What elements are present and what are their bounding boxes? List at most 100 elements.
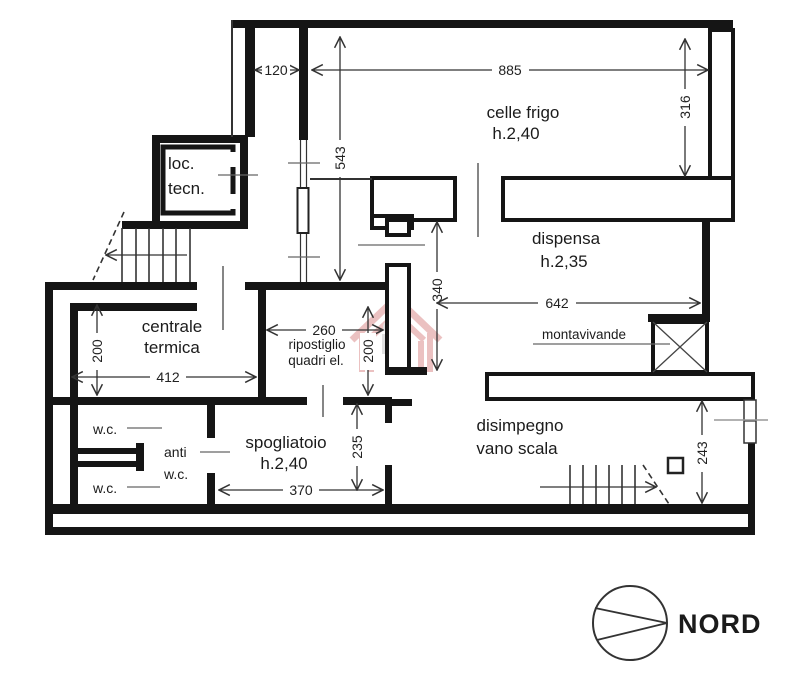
wall-segment: [70, 461, 140, 467]
svg-text:642: 642: [545, 295, 569, 311]
loc-tecn-label-2: tecn.: [168, 179, 205, 198]
wall-segment: [702, 220, 710, 322]
wall-segment: [45, 527, 755, 535]
svg-text:235: 235: [349, 435, 365, 459]
centrale-label-2: termica: [144, 338, 200, 357]
walls: [45, 20, 755, 535]
wall-segment: [70, 448, 140, 454]
svg-text:370: 370: [289, 482, 313, 498]
compass: NORD: [592, 585, 762, 661]
anti-wc-label-1: anti: [164, 444, 187, 460]
svg-text:260: 260: [312, 322, 336, 338]
stairs-upper-left: [92, 211, 191, 282]
loc-tecn-room-outline: [160, 144, 236, 216]
wall-segment: [232, 20, 733, 28]
spogliatoio-label: spogliatoio: [245, 433, 326, 452]
wall-segment: [245, 28, 255, 137]
wall-segment: [70, 303, 197, 311]
disimpegno-label-1: disimpegno: [477, 416, 564, 435]
dispensa-left-wall-upper: [385, 218, 411, 237]
wall-segment: [207, 473, 215, 512]
corridor-window: [288, 140, 320, 282]
dim-celle-frigo-depth: 316: [677, 39, 693, 176]
anti-wc-label-2: w.c.: [163, 466, 188, 482]
dim-centrale-width: 412: [72, 369, 256, 385]
wall-segment: [258, 290, 266, 397]
disimpegno-label-2: vano scala: [476, 439, 558, 458]
wall-segment: [70, 405, 78, 512]
wall-segment: [45, 282, 197, 290]
svg-text:412: 412: [156, 369, 180, 385]
celle-frigo-right-wall: [708, 28, 735, 180]
svg-text:200: 200: [89, 339, 105, 363]
room-labels: celle frigo h.2,40 dispensa h.2,35 loc. …: [92, 103, 626, 496]
dispensa-height: h.2,35: [540, 252, 587, 271]
dim-dispensa-width: 642: [437, 295, 700, 311]
right-wall-window: [714, 399, 768, 444]
wall-segment: [343, 397, 392, 405]
dim-centrale-depth: 200: [89, 305, 105, 395]
wall-segment: [207, 405, 215, 438]
wall-segment: [136, 443, 144, 471]
dim-spogliatoio-depth: 235: [349, 404, 365, 490]
watermark-right-wall: [418, 333, 433, 372]
svg-text:885: 885: [498, 62, 522, 78]
spogliatoio-height: h.2,40: [260, 454, 307, 473]
loc-tecn-label-1: loc.: [168, 154, 194, 173]
wall-segment: [52, 504, 748, 514]
door-opening: [230, 152, 240, 167]
compass-circle: [592, 585, 668, 661]
svg-text:200: 200: [360, 339, 376, 363]
svg-text:316: 316: [677, 95, 693, 119]
celle-frigo-bottom-wall-left: [370, 176, 457, 222]
wall-segment: [245, 282, 385, 290]
celle-frigo-bottom-wall-right: [501, 176, 735, 222]
dispensa-label: dispensa: [532, 229, 601, 248]
door-opening: [230, 194, 240, 209]
wall-segment: [748, 443, 755, 535]
montavivande-label: montavivande: [542, 327, 626, 342]
montavivande-x-mark: [652, 321, 708, 373]
wall-segment: [385, 399, 412, 406]
ripostiglio-right-wall: [385, 263, 411, 371]
door-lines: [222, 163, 479, 417]
dim-disimpegno-depth: 243: [694, 401, 710, 503]
compass-needle-upper: [594, 607, 668, 624]
wall-segment: [152, 135, 248, 143]
wall-segment: [648, 314, 710, 322]
dim-celle-frigo-width: 885: [312, 62, 708, 78]
stair-cut-line: [642, 464, 670, 505]
stair-cut-line: [92, 211, 125, 281]
loc-tecn-room: [160, 144, 240, 216]
disimpegno-top-wall: [485, 372, 755, 401]
wall-segment: [240, 143, 248, 221]
wc-top-label: w.c.: [92, 421, 117, 437]
wall-segment: [70, 303, 78, 397]
compass-needle-lower: [596, 622, 668, 641]
dim-corridor-length: 543: [332, 37, 348, 280]
dim-corridor-width: 120: [255, 62, 299, 78]
leader-lines: [127, 174, 670, 488]
svg-text:243: 243: [694, 441, 710, 465]
dim-ripostiglio-depth: 200: [360, 307, 376, 395]
pillar-symbol: [666, 456, 685, 475]
svg-text:120: 120: [264, 62, 288, 78]
ripostiglio-label-1: ripostiglio: [288, 337, 345, 352]
centrale-label-1: centrale: [142, 317, 202, 336]
dim-spogliatoio-width: 370: [219, 482, 383, 498]
celle-frigo-label: celle frigo: [487, 103, 560, 122]
window-frame: [296, 187, 310, 234]
wall-segment: [299, 28, 308, 140]
wall-segment: [52, 397, 307, 405]
celle-frigo-height: h.2,40: [492, 124, 539, 143]
wall-segment: [385, 465, 392, 508]
wall-segment: [152, 143, 160, 228]
wall-segment: [45, 282, 53, 535]
svg-text:340: 340: [429, 278, 445, 302]
wall-segment: [122, 221, 248, 229]
wall-segment: [385, 399, 392, 423]
stairs-lower-right: [540, 456, 685, 505]
nord-label: NORD: [678, 609, 762, 639]
